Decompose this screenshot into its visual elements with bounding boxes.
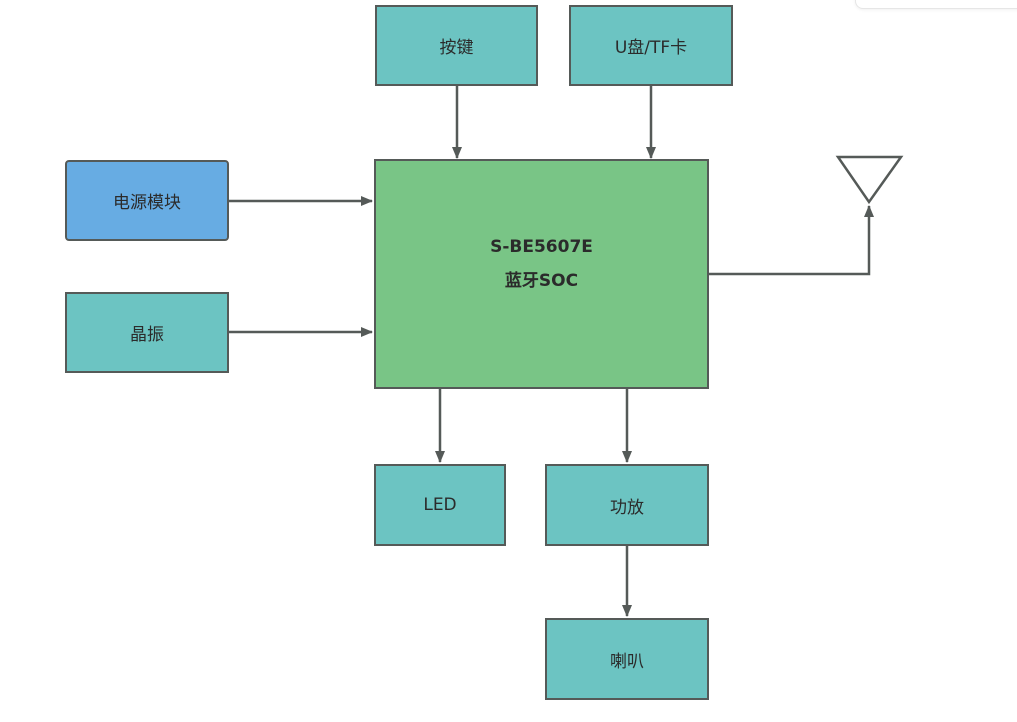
soc-node: S-BE5607E 蓝牙SOC (374, 159, 709, 389)
led-node: LED (374, 464, 506, 546)
storage-label: U盘/TF卡 (614, 38, 688, 58)
amp-node: 功放 (545, 464, 709, 546)
speaker-node: 喇叭 (545, 618, 709, 700)
crystal-label: 晶振 (130, 325, 164, 345)
soc-model-label: S-BE5607E (490, 237, 593, 257)
storage-node: U盘/TF卡 (569, 5, 733, 86)
keys-node: 按键 (375, 5, 538, 86)
power-node: 电源模块 (65, 160, 229, 241)
crystal-node: 晶振 (65, 292, 229, 373)
antenna-icon (835, 155, 904, 205)
speaker-label: 喇叭 (610, 651, 644, 672)
soc-type-label: 蓝牙SOC (504, 271, 579, 291)
power-label: 电源模块 (113, 193, 181, 213)
keys-label: 按键 (439, 38, 474, 58)
arrow-soc-to-antenna (709, 205, 874, 276)
corner-panel (855, 0, 1017, 9)
amp-label: 功放 (610, 497, 644, 518)
led-label: LED (423, 495, 457, 515)
